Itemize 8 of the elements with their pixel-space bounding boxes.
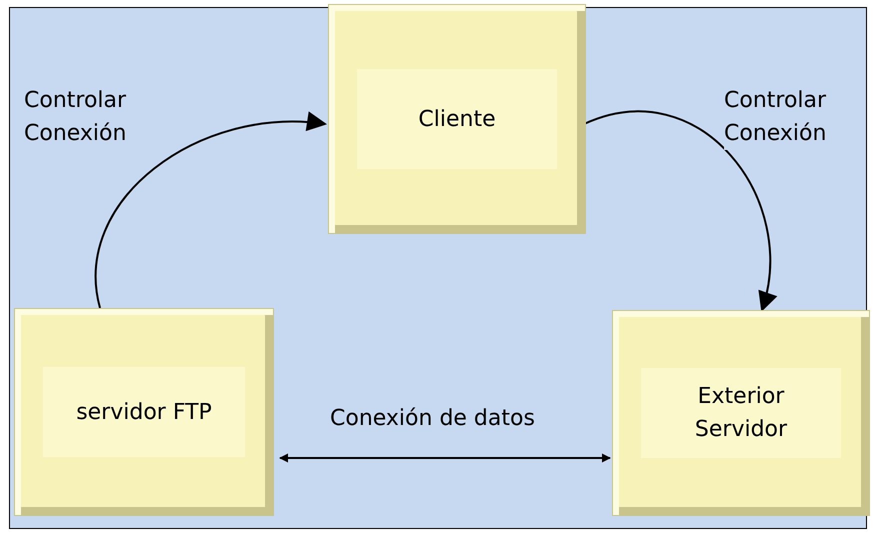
node-label: Exterior Servidor [641,368,841,458]
process-box [14,308,274,516]
process-box [612,310,870,516]
node-label: servidor FTP [43,366,245,458]
arrow [279,454,611,462]
process-box [328,4,586,234]
arrow [94,112,327,308]
node-label: Cliente [357,68,557,170]
